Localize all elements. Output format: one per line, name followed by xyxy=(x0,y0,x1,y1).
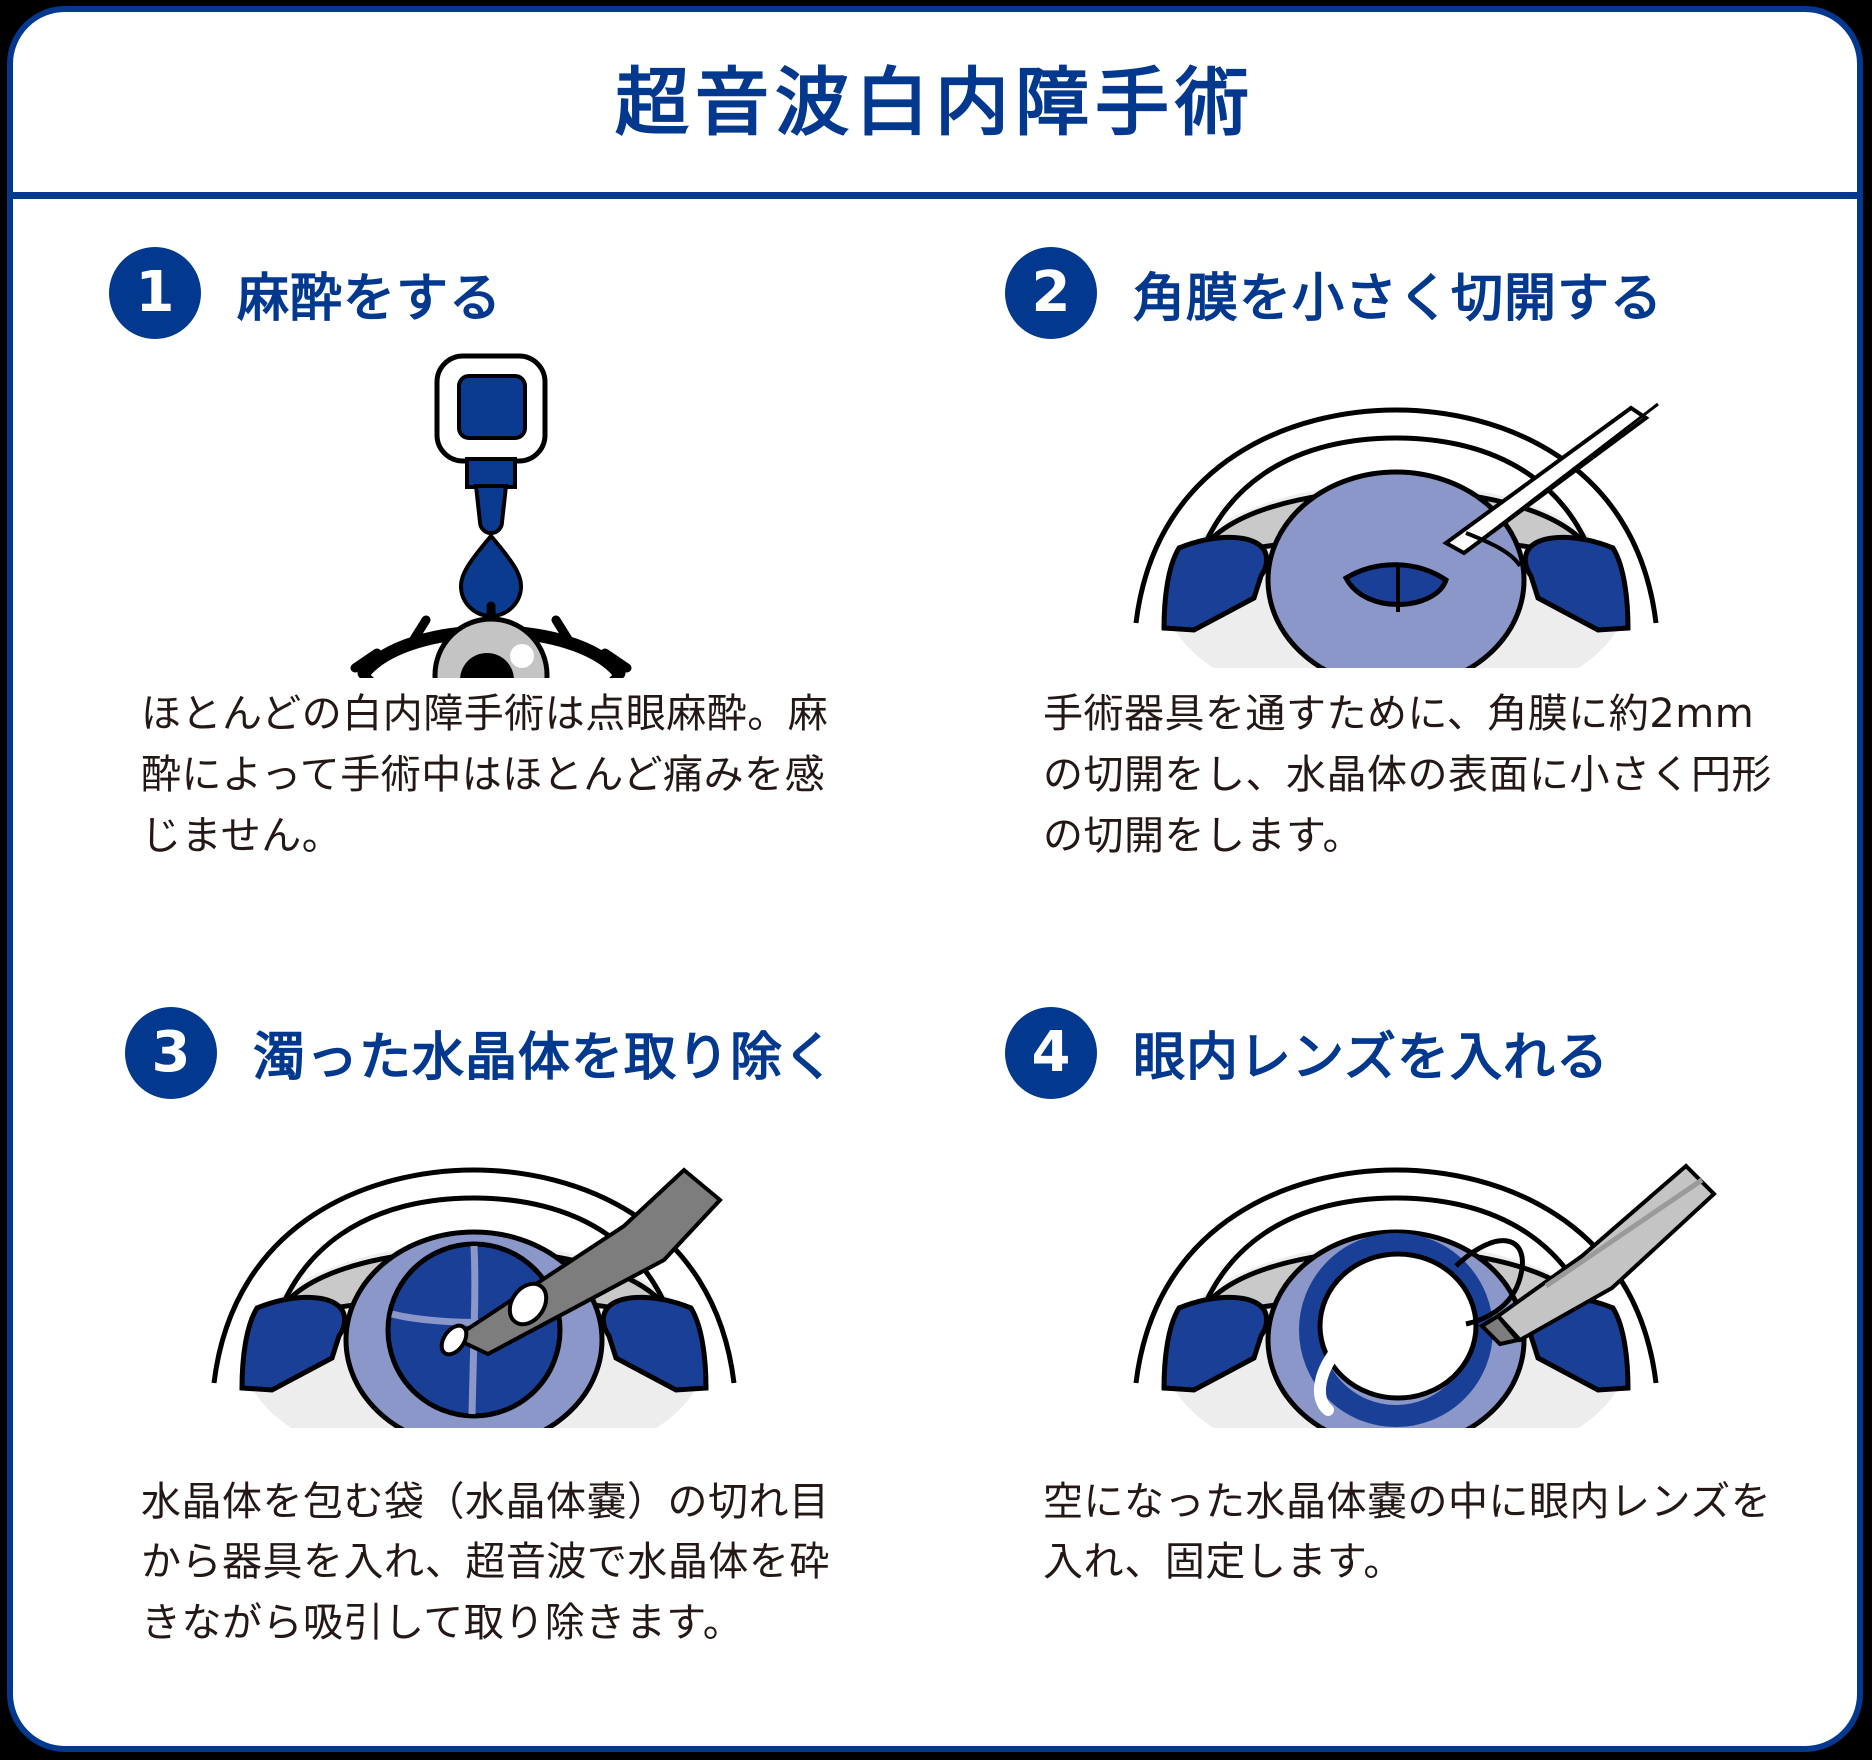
step-heading-2: 角膜を小さく切開する xyxy=(1133,268,1664,329)
step-body-2: 手術器具を通すために、角膜に約2mmの切開をし、水晶体の表面に小さく円形の切開を… xyxy=(1043,691,1772,859)
step-body-4: 空になった水晶体嚢の中に眼内レンズを入れ、固定します。 xyxy=(1043,1478,1772,1586)
eye-drop-illustration xyxy=(350,353,632,678)
step-card-3: 3 濁った水晶体を取り除く xyxy=(13,976,935,1747)
infographic-frame: 超音波白内障手術 1 麻酔をする xyxy=(7,6,1863,1752)
step-header-4: 4 眼内レンズを入れる xyxy=(1005,1004,1857,1102)
phaco-probe-icon xyxy=(439,1166,723,1356)
step-heading-1: 麻酔をする xyxy=(237,268,503,329)
steps-grid: 1 麻酔をする xyxy=(13,199,1857,1747)
step-card-1: 1 麻酔をする xyxy=(13,199,935,976)
step-card-4: 4 眼内レンズを入れる xyxy=(935,976,1857,1747)
page-title: 超音波白内障手術 xyxy=(615,60,1255,146)
step-illustration-3 xyxy=(13,1108,935,1438)
title-divider xyxy=(13,192,1857,199)
step-body-1: ほとんどの白内障手術は点眼麻酔。麻酔によって手術中はほとんど痛みを感じません。 xyxy=(141,691,829,859)
iol-insertion-illustration xyxy=(1133,1162,1717,1428)
step-body-3: 水晶体を包む袋（水晶体嚢）の切れ目から器具を入れ、超音波で水晶体を砕きながら吸引… xyxy=(141,1478,830,1647)
step-number-badge-2: 2 xyxy=(1005,247,1097,339)
step-illustration-1 xyxy=(13,348,935,678)
step-illustration-4 xyxy=(935,1108,1857,1438)
step-card-2: 2 角膜を小さく切開する xyxy=(935,199,1857,976)
step-illustration-2 xyxy=(935,348,1857,678)
step-header-1: 1 麻酔をする xyxy=(109,244,935,342)
iol-injector-icon xyxy=(1478,1162,1717,1346)
step-header-3: 3 濁った水晶体を取り除く xyxy=(125,1004,935,1102)
step-number-badge-3: 3 xyxy=(125,1006,217,1099)
keratome-icon xyxy=(1442,402,1659,568)
step-number-badge-1: 1 xyxy=(109,247,201,339)
eye-incision-illustration xyxy=(1133,402,1659,668)
title-bar: 超音波白内障手術 xyxy=(13,12,1857,194)
step-heading-4: 眼内レンズを入れる xyxy=(1133,1028,1609,1088)
phaco-probe-illustration xyxy=(211,1166,737,1428)
step-heading-3: 濁った水晶体を取り除く xyxy=(253,1028,837,1088)
step-header-2: 2 角膜を小さく切開する xyxy=(1005,244,1857,342)
step-number-badge-4: 4 xyxy=(1005,1006,1097,1099)
